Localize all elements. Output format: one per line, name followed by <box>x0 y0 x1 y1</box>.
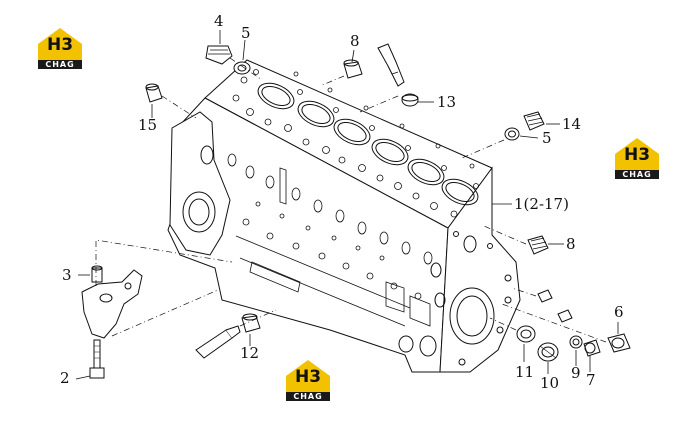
part-8-plug-right <box>527 235 549 255</box>
watermark-logo-right: H3 CHAG <box>612 136 662 180</box>
callout-5-right: 5 <box>542 129 552 147</box>
oil-nozzle-bracket <box>81 269 143 339</box>
callout-14: 14 <box>562 115 582 133</box>
callout-12: 12 <box>240 344 260 362</box>
watermark-logo-bottom: H3 CHAG <box>283 358 333 402</box>
logo-mark: H3 <box>294 367 322 387</box>
callout-5-top: 5 <box>241 24 251 42</box>
part-5-ring-right <box>504 127 520 141</box>
logo-mark-icon <box>286 360 330 401</box>
part-pin-top <box>377 43 405 87</box>
cylinder-bore-6 <box>441 178 479 206</box>
part-3-sleeve <box>91 267 103 283</box>
part-4-plug <box>205 45 233 65</box>
part-6-plug <box>607 333 631 353</box>
logo-text: CHAG <box>622 170 652 179</box>
callout-3: 3 <box>62 266 72 284</box>
logo-mark-icon <box>38 28 82 69</box>
logo-mark: H3 <box>623 145 651 165</box>
callout-2: 2 <box>60 369 70 387</box>
part-2-bolt <box>93 339 101 369</box>
part-13-plug <box>401 93 419 107</box>
part-14-plug <box>523 111 545 131</box>
callout-4: 4 <box>214 12 224 30</box>
leader-2 <box>75 375 91 380</box>
cylinder-bore-5 <box>407 158 445 186</box>
callout-6: 6 <box>614 303 624 321</box>
part-9-washer <box>569 335 583 349</box>
leader-5-top <box>242 39 246 61</box>
logo-text: CHAG <box>293 392 323 401</box>
cylinder-bore-3 <box>333 118 371 146</box>
logo-mark-icon <box>615 138 659 179</box>
cylinder-bore-1 <box>257 82 295 110</box>
callout-13: 13 <box>437 93 457 111</box>
leader-8-top <box>351 49 355 63</box>
callout-8-top: 8 <box>350 32 360 50</box>
part-7-plug <box>583 339 601 357</box>
callout-10: 10 <box>540 374 560 392</box>
leader-5-right <box>519 135 539 139</box>
callout-11: 11 <box>515 363 535 381</box>
part-11-seal <box>516 325 536 343</box>
part-5-ring-top <box>233 61 251 75</box>
block-end-face <box>439 166 521 373</box>
part-dipstick-tube <box>195 329 233 359</box>
rear-crank-bore <box>449 287 495 345</box>
callout-7: 7 <box>586 371 596 389</box>
callout-8-right: 8 <box>566 235 576 253</box>
logo-text: CHAG <box>45 60 75 69</box>
callout-9: 9 <box>571 364 581 382</box>
logo-mark: H3 <box>46 35 74 55</box>
callout-1: 1(2-17) <box>514 195 569 213</box>
cylinder-bore-4 <box>371 138 409 166</box>
part-8-sleeve-top <box>343 61 363 79</box>
callout-15: 15 <box>138 116 158 134</box>
cylinder-bore-2 <box>297 100 335 128</box>
watermark-logo-top-left: H3 CHAG <box>35 26 85 70</box>
part-15-plug <box>145 85 163 103</box>
